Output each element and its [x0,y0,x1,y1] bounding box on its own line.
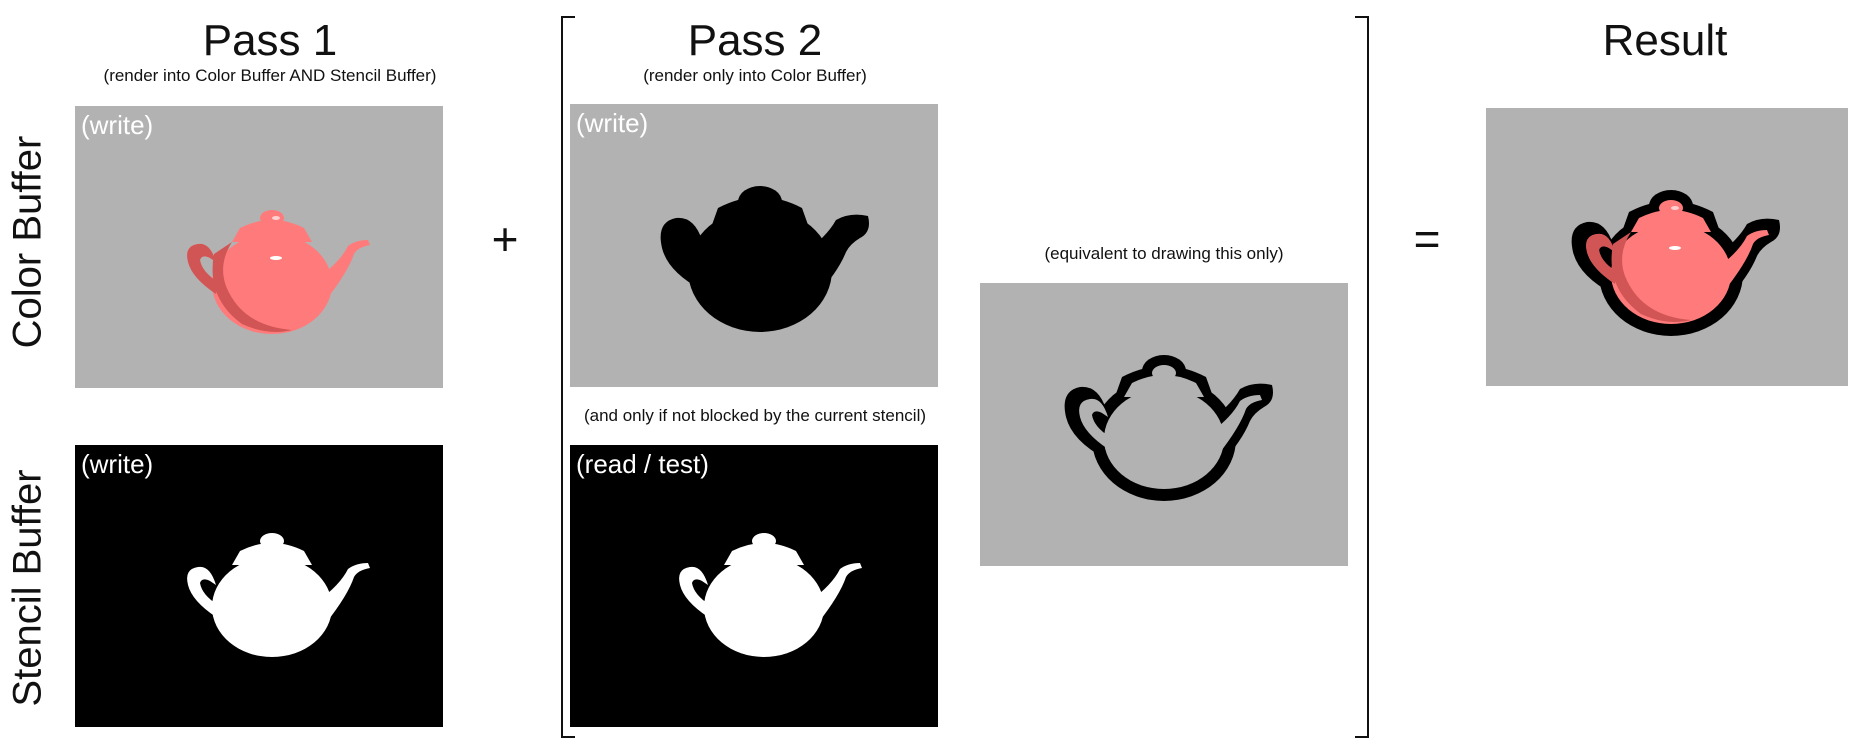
stencil-test-note: (and only if not blocked by the current … [583,406,927,425]
pass-2-right-bracket [1355,16,1369,738]
pass-2-stencil-buffer-panel: (read / test) [570,445,938,727]
plus-operator: + [491,213,519,265]
outlined-lit-teapot-image [1571,190,1780,336]
pass-1-stencil-buffer-panel: (write) [75,445,443,727]
pass-2-left-bracket [561,16,575,738]
stencil-teapot-image [187,533,370,657]
fat-black-teapot-image [660,186,869,332]
pass-1-color-write-label: (write) [81,110,154,140]
pass-1-stencil-write-label: (write) [81,449,154,479]
teapot-outline-image [1064,355,1273,501]
pass-1-color-buffer-panel: (write) [75,106,443,388]
pass-1-title: Pass 1 [202,16,338,65]
pass-2-color-buffer-panel: (write) [570,104,938,387]
result-panel [1486,108,1848,386]
pass-2-subtitle: (render only into Color Buffer) [643,66,867,85]
equivalent-note: (equivalent to drawing this only) [1044,244,1284,263]
color-buffer-label: Color Buffer [5,135,50,349]
pass-2-color-write-label: (write) [576,108,649,138]
pass-2-title: Pass 2 [687,16,823,65]
equals-operator: = [1413,213,1441,265]
outline-only-panel [980,283,1348,566]
lit-teapot-image [187,210,370,334]
stencil-buffer-label: Stencil Buffer [5,469,50,707]
pass-1-subtitle: (render into Color Buffer AND Stencil Bu… [103,66,437,85]
stencil-teapot-image [679,533,862,657]
pass-2-stencil-read-test-label: (read / test) [576,449,709,479]
result-title: Result [1602,16,1728,65]
